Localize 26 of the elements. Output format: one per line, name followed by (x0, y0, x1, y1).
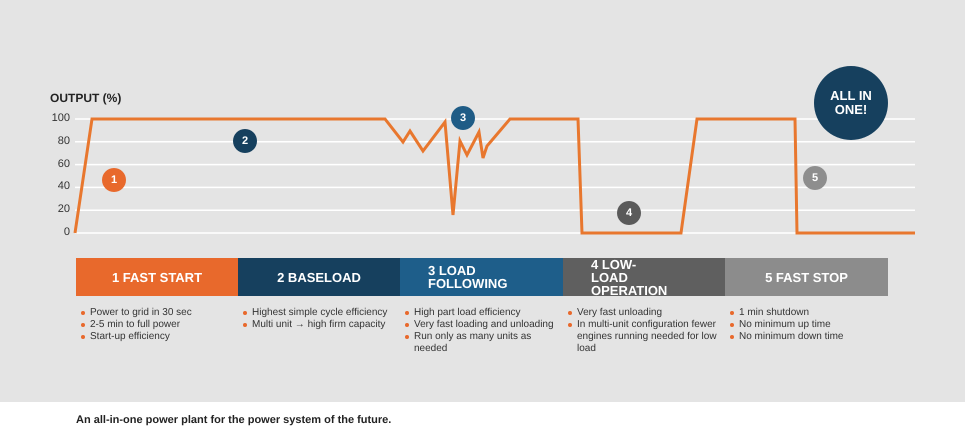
axis-tick-label: 60 (56, 158, 70, 170)
axis-title: OUTPUT (%) (50, 91, 122, 105)
bullet-item: Power to grid in 30 sec (80, 307, 238, 319)
bullet-item: In multi-unit configuration fewer engines running needed for low load (567, 319, 725, 355)
axis-tick-label: 80 (56, 134, 70, 147)
axis-tick-label: 40 (56, 180, 70, 192)
bullet-item: Start-up efficiency (80, 331, 238, 343)
bullet-item: Run only as many units as needed (404, 331, 562, 355)
bullet-item: Very fast unloading (567, 307, 725, 319)
phase-band: 1 FAST START (76, 258, 238, 296)
phase-band: 2 BASELOAD (238, 258, 400, 296)
bullet-item: No minimum down time (729, 331, 887, 343)
bullet-item: High part load efficiency (404, 307, 562, 319)
phase-band: 3 LOAD FOLLOWING (400, 258, 563, 296)
bullet-item: Multi unit → high firm capacity (242, 319, 400, 331)
axis-tick-label: 20 (56, 203, 70, 216)
phase-band: 5 FAST STOP (725, 258, 888, 296)
caption: An all-in-one power plant for the power system of the future. (76, 414, 392, 426)
bullet-item: 2-5 min to full power (80, 319, 238, 331)
axis-tick-label: 0 (62, 226, 70, 238)
bullet-item: No minimum up time (729, 319, 887, 331)
bullet-item: Very fast loading and unloading (404, 319, 562, 331)
bullet-item: 1 min shutdown (729, 307, 887, 319)
bullet-item: Highest simple cycle efficiency (242, 307, 400, 319)
axis-tick-label: 100 (50, 112, 70, 124)
phase-band: 4 LOW-LOAD OPERATION (563, 258, 725, 296)
